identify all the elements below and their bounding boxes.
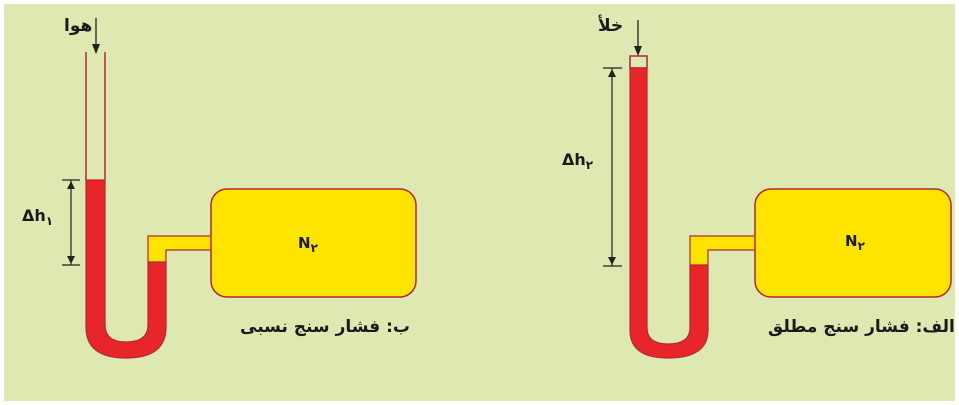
right-gas-symbol: N <box>845 232 858 250</box>
right-gas-label: N۲ <box>845 232 865 253</box>
right-gas-vessel <box>754 188 952 298</box>
left-gas-subscript: ۲ <box>310 241 318 255</box>
left-air-label-text: هوا <box>64 16 93 36</box>
right-caption-text: الف: فشار سنج مطلق <box>768 317 955 337</box>
left-gas-vessel <box>210 188 417 298</box>
right-height-symbol: Δh <box>562 150 586 169</box>
left-height-subscript: ۱ <box>45 214 54 228</box>
right-gas-subscript: ۲ <box>857 239 865 253</box>
left-caption: ب: فشار سنج نسبی <box>240 317 410 337</box>
right-scale-arrow-up <box>608 69 616 77</box>
right-height-label: Δh۲ <box>562 150 594 172</box>
right-scale-arrow-down <box>608 257 616 265</box>
left-scale-arrow-down <box>67 256 75 264</box>
right-vacuum-arrowhead <box>634 46 642 56</box>
right-height-subscript: ۲ <box>585 158 594 172</box>
left-gas-label: N۲ <box>298 234 318 255</box>
left-caption-text: ب: فشار سنج نسبی <box>240 317 410 337</box>
right-caption: الف: فشار سنج مطلق <box>768 317 955 337</box>
right-vacuum-cap <box>629 55 648 69</box>
left-gas-symbol: N <box>298 234 311 252</box>
right-vacuum-label: خلأ <box>598 16 623 36</box>
left-air-label: هوا <box>64 16 92 36</box>
left-scale-arrow-up <box>67 181 75 189</box>
left-air-arrowhead <box>92 44 100 54</box>
left-height-label: Δh۱ <box>22 206 54 228</box>
right-vacuum-label-text: خلأ <box>598 16 624 36</box>
left-height-symbol: Δh <box>22 206 46 225</box>
